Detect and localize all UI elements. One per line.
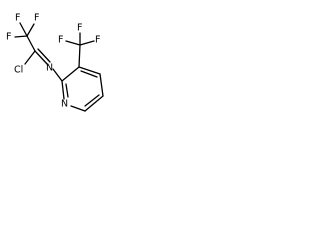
bond-c3py-ccf3 (78, 44, 81, 68)
atom-f-cf3-mid: F (77, 23, 82, 34)
atom-n-imine: N (46, 63, 53, 74)
atom-f-left: F (6, 32, 11, 43)
atom-f-cf3-right: F (95, 35, 100, 46)
bond-n-ring-c2py (61, 80, 65, 100)
bond-n-ring-c2py-double (65, 83, 69, 98)
bond-c4py-c4py-double (80, 70, 98, 78)
bond-c2-n-imine (34, 50, 49, 66)
bond-c1-c2 (26, 35, 36, 52)
atom-f-cf3-left: F (58, 35, 63, 46)
atom-f-top-left: F (15, 13, 20, 24)
bond-c5py-c6py (84, 95, 104, 112)
atom-cl: Cl (14, 65, 23, 76)
bond-c3py-c4py (78, 66, 101, 75)
bond-ccf3-f-left (65, 40, 81, 46)
bond-c5py-c6py-double (84, 94, 100, 107)
bond-c2-cl (24, 50, 36, 65)
atom-f-top-mid: F (34, 13, 39, 24)
molecule-structure: F F F Cl N N F F F (6, 13, 104, 112)
bond-c4py-c5py (99, 73, 104, 97)
atom-n-ring: N (61, 99, 68, 110)
bond-c1-f-left (14, 35, 28, 38)
atom-labels: F F F Cl N N F F F (6, 13, 100, 110)
bond-c2-n-imine-double (37, 48, 51, 63)
bond-c6py-n-ring (70, 105, 86, 112)
bonds (14, 22, 104, 112)
bond-ccf3-f-right (79, 40, 95, 46)
bond-c1-f-top-left (19, 22, 28, 37)
bond-c2py-c3py (61, 66, 80, 82)
bond-c1-f-top-mid (26, 23, 35, 37)
bond-n-imine-c2py (52, 68, 63, 82)
